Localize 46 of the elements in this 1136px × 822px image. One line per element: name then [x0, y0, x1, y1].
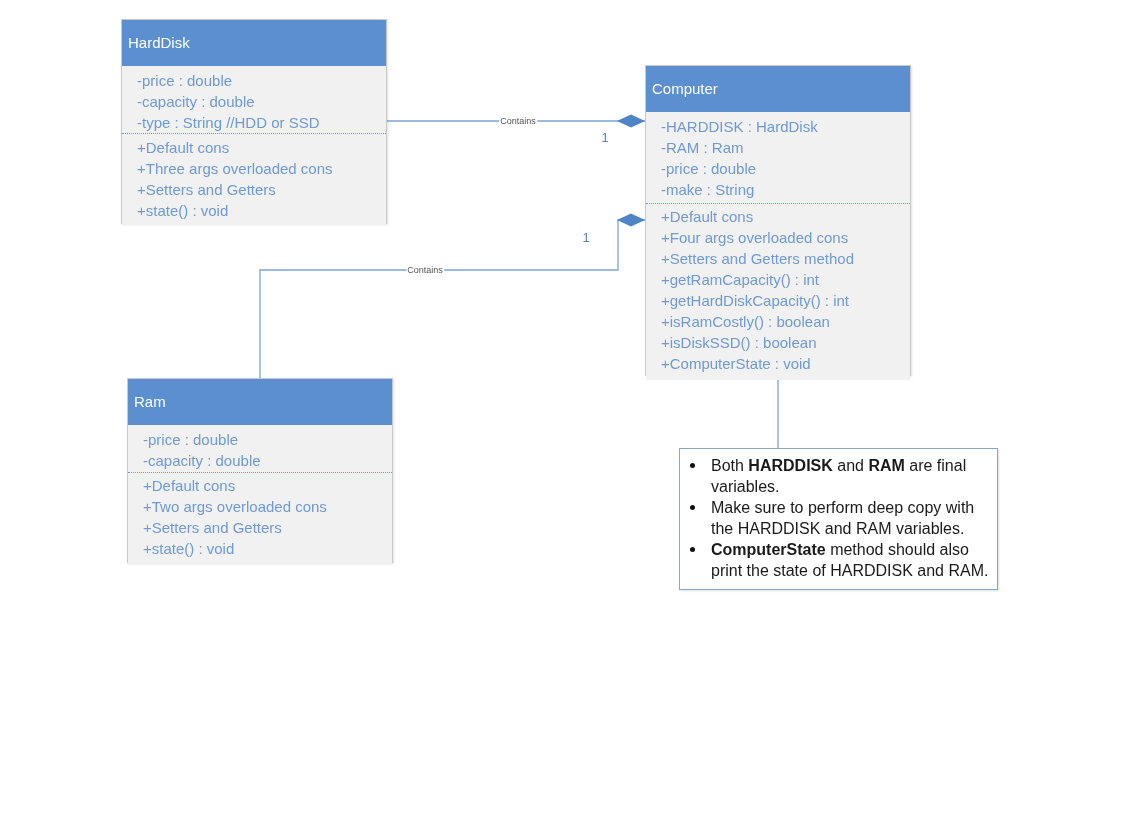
operations-compartment [646, 203, 910, 380]
multiplicity-label: 1 [582, 229, 590, 245]
operation-text: +ComputerState : void [661, 354, 811, 374]
attribute-text: -price : double [661, 159, 757, 179]
operation-text: +isDiskSSD() : boolean [661, 333, 817, 353]
operation-text: +Two args overloaded cons [143, 497, 327, 517]
attribute-text: -make : String [661, 180, 755, 200]
class-header: Ram [128, 379, 392, 425]
note-box [679, 448, 998, 590]
edge-label: Contains [499, 115, 537, 127]
operation-text: +Three args overloaded cons [137, 159, 333, 179]
attribute-text: -capacity : double [137, 92, 255, 112]
composition-line [259, 213, 646, 379]
operation-text: +getHardDiskCapacity() : int [661, 291, 849, 311]
operation-text: +Setters and Getters [143, 518, 282, 538]
attribute-text: -type : String //HDD or SSD [137, 113, 320, 133]
edge-label: Contains [406, 264, 444, 276]
note-text: Both HARDDISK and RAM are final variables. [711, 456, 968, 497]
note-text: Make sure to perform deep copy with the HARDDISK and RAM variables. [711, 498, 976, 539]
operation-text: +isRamCostly() : boolean [661, 312, 830, 332]
multiplicity-label: 1 [601, 129, 609, 145]
operation-text: +state() : void [137, 201, 229, 221]
composition-line [386, 114, 646, 128]
operation-text: +Setters and Getters method [661, 249, 855, 269]
operation-text: +Default cons [137, 138, 230, 158]
operations-compartment [128, 472, 392, 565]
attribute-text: -HARDDISK : HardDisk [661, 117, 818, 137]
operations-compartment [122, 133, 386, 225]
operation-text: +state() : void [143, 539, 235, 559]
class-box [127, 378, 393, 563]
operation-text: +Default cons [661, 207, 754, 227]
note-text: ComputerState method should also print the state of HARDDISK and RAM. [711, 540, 990, 581]
attributes-compartment [128, 425, 392, 472]
class-header: Computer [646, 66, 910, 112]
attribute-text: -capacity : double [143, 451, 261, 471]
operation-text: +Setters and Getters [137, 180, 276, 200]
attribute-text: -price : double [137, 71, 233, 91]
attribute-text: -RAM : Ram [661, 138, 744, 158]
operation-text: +getRamCapacity() : int [661, 270, 819, 290]
attributes-compartment [122, 66, 386, 133]
operation-text: +Default cons [143, 476, 236, 496]
class-header: HardDisk [122, 20, 386, 66]
attributes-compartment [646, 112, 910, 203]
attribute-text: -price : double [143, 430, 239, 450]
operation-text: +Four args overloaded cons [661, 228, 849, 248]
class-box [121, 19, 387, 224]
